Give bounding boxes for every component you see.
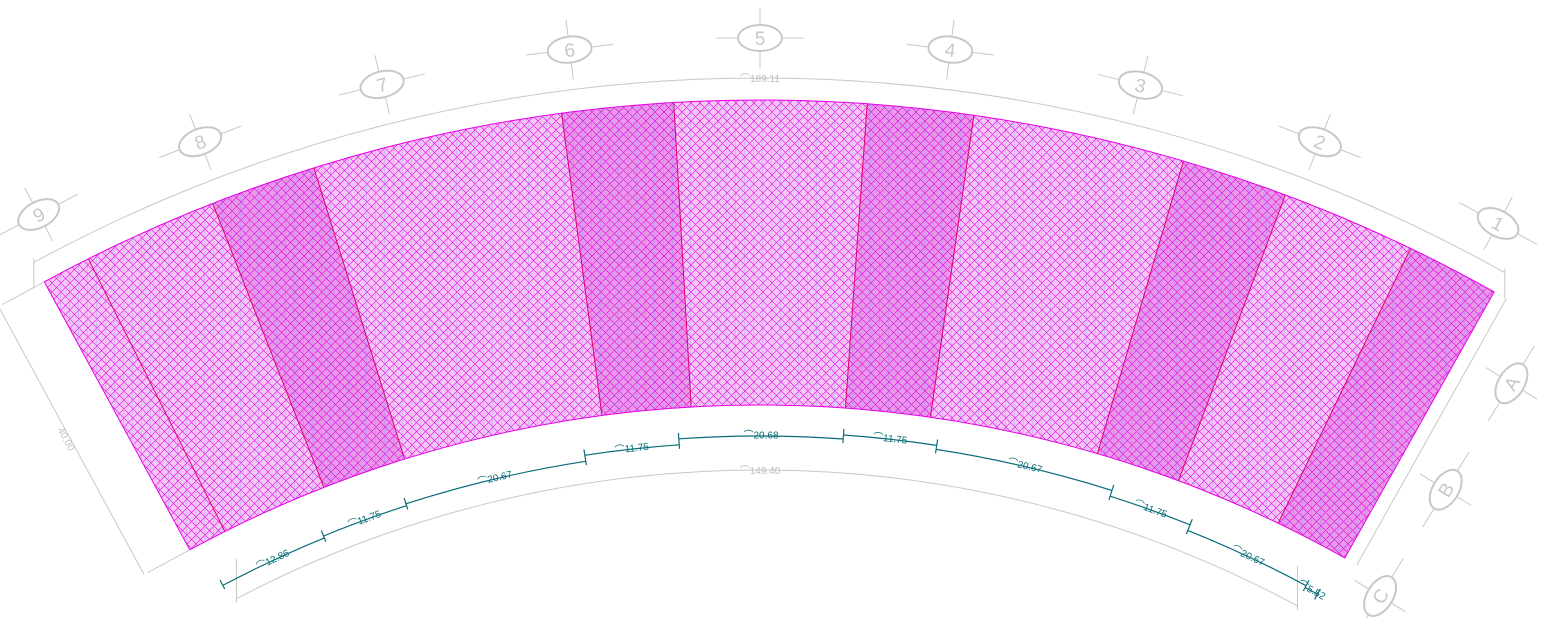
grid-bubble-label: 7 xyxy=(375,74,390,97)
segment-dimension-label: ⌒12.86 xyxy=(254,547,291,573)
segment-dimension-label: ⌒20.67 xyxy=(1230,543,1267,569)
width-dimension-line xyxy=(0,281,191,575)
dense-panel xyxy=(845,103,974,418)
inner-arc-dimension-label: ⌒149.40 xyxy=(740,465,781,477)
outer-arc-extension-lines xyxy=(33,258,1506,299)
grid-bubble: 2 xyxy=(1278,113,1361,170)
grid-bubble-label: 6 xyxy=(563,40,576,62)
outer-arc-dimension-label: ⌒189.11 xyxy=(740,73,780,85)
segment-dimension-label: ⌒11.75 xyxy=(1132,498,1169,521)
segment-dimension-label: ⌒11.75 xyxy=(346,508,383,531)
grid-bubble: 4 xyxy=(906,19,995,80)
segment-dimension-label: ⌒11.75 xyxy=(873,431,909,447)
panel-edges xyxy=(87,102,1411,532)
grid-bubble: 7 xyxy=(339,55,425,114)
grid-bubble: 8 xyxy=(159,113,242,170)
segment-dimension-label: ⌒20.68 xyxy=(743,430,778,442)
dense-panel xyxy=(1097,161,1286,481)
grid-bubble: 1 xyxy=(1459,196,1538,251)
dense-panel xyxy=(561,102,692,416)
grid-bubble: 3 xyxy=(1097,55,1184,115)
grid-bubble: 6 xyxy=(525,19,614,80)
grid-bubble-label: 4 xyxy=(944,40,957,62)
panel-edge-lines xyxy=(87,102,1411,532)
width-dimension-label: 40.00 xyxy=(55,426,77,454)
segment-dimension-label: ⌒20.67 xyxy=(1006,456,1043,476)
band-outline xyxy=(43,99,1495,559)
grid-bubble: 5 xyxy=(716,8,804,68)
inner-arc-dimension-line xyxy=(236,469,1298,607)
radial-grid-bubbles: 1 2 3 4 5 6 7 8 9 xyxy=(0,8,1538,251)
grid-bubble: 9 xyxy=(0,187,79,242)
grid-bubble-label: 5 xyxy=(755,29,766,50)
right-edge-dimension-line xyxy=(1356,298,1507,565)
grid-bubble-label: 3 xyxy=(1132,75,1147,98)
grid-bubble: A xyxy=(1485,345,1538,422)
segment-dimension-label: ⌒20.67 xyxy=(476,468,513,488)
overall-dimensions: ⌒189.11 ⌒149.40 40.00 xyxy=(0,73,1507,610)
arc-grid-bubbles: A B C xyxy=(1354,345,1538,618)
grid-bubble: B xyxy=(1419,452,1472,528)
segment-dimension-label: ⌒11.75 xyxy=(614,441,650,457)
grid-bubble: C xyxy=(1354,558,1406,618)
outer-arc-dimension-line xyxy=(33,77,1506,274)
segment-dimension-label: ⌒5.52 xyxy=(1296,578,1328,603)
segment-dimension-lines xyxy=(219,428,1321,600)
inner-arc-extension-lines xyxy=(236,558,1298,610)
